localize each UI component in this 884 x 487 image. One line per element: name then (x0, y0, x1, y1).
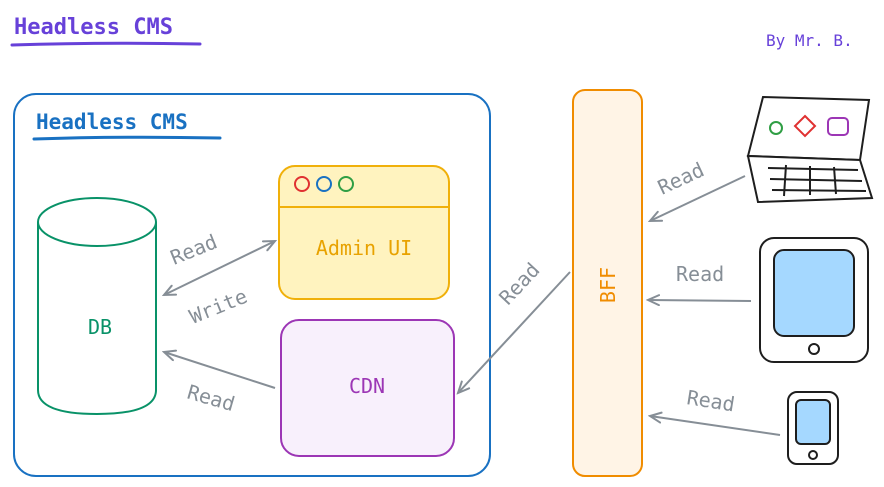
edge-label-laptop-read: Read (654, 157, 708, 199)
edge-label-tablet-read: Read (676, 262, 724, 286)
browser-dots-icon (294, 176, 354, 192)
cdn-label: CDN (349, 374, 385, 398)
tablet-icon (759, 237, 869, 363)
bff-node (572, 89, 643, 477)
cdn-node (280, 319, 455, 457)
edge-label-db-admin-read: Read (167, 229, 221, 269)
page-title: Headless CMS (14, 15, 173, 40)
page-title-underline (10, 41, 202, 47)
edge-label-db-admin-write: Write (186, 284, 251, 329)
edge-label-bff-cdn-read: Read (494, 258, 544, 310)
edge-label-phone-read: Read (685, 385, 736, 416)
arrow-cdn-db (164, 352, 276, 389)
author-label: By Mr. B. (766, 31, 853, 50)
db-node (37, 197, 157, 416)
arrow-tablet-bff (648, 300, 752, 301)
cms-label-underline (32, 135, 222, 141)
edge-label-cdn-db-read: Read (185, 380, 238, 416)
admin-ui-node (278, 165, 450, 300)
arrow-laptop-bff (650, 175, 746, 221)
laptop-icon (746, 95, 874, 204)
cms-container (13, 93, 491, 477)
db-label: DB (88, 315, 112, 339)
arrow-bff-cdn (458, 271, 571, 393)
phone-icon (787, 391, 839, 465)
admin-ui-label: Admin UI (316, 236, 412, 260)
arrow-phone-bff (650, 416, 781, 436)
cms-container-label: Headless CMS (36, 110, 188, 134)
bff-label: BFF (596, 267, 620, 303)
arrow-db-admin (164, 241, 275, 295)
